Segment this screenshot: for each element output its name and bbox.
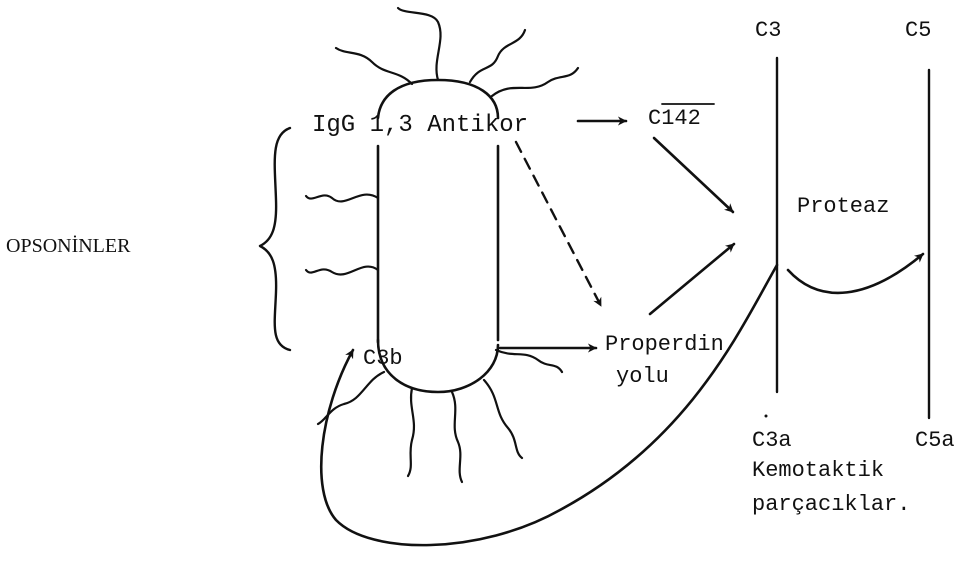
label-c142: C142: [648, 106, 701, 131]
label-properdin: Properdin: [605, 332, 724, 357]
label-chemotactic-fragments: parçacıklar.: [752, 492, 910, 517]
label-opsonins: OPSONİNLER: [6, 234, 131, 257]
label-c3a: C3a: [752, 428, 792, 453]
arrow-feedback-to-c3b: [321, 265, 777, 545]
arrow-properdin-to-protease: [650, 244, 734, 314]
label-c5: C5: [905, 18, 931, 43]
label-c3: C3: [755, 18, 781, 43]
arrow-antibody-to-properdin-dashed: [516, 142, 601, 306]
arrow-c3-to-c5: [788, 254, 923, 293]
label-c3b: C3b: [363, 346, 403, 371]
label-properdin-yolu: yolu: [616, 364, 669, 389]
bacterium-cell: [306, 8, 578, 482]
label-antibody: IgG 1,3 Antikor: [312, 112, 528, 139]
label-c5a: C5a: [915, 428, 955, 453]
opsonin-brace: [260, 128, 290, 350]
label-chemotactic: Kemotaktik: [752, 458, 884, 483]
arrow-c142-to-protease: [654, 138, 733, 212]
label-protease: Proteaz: [797, 194, 889, 219]
dot-c3: [765, 415, 768, 418]
